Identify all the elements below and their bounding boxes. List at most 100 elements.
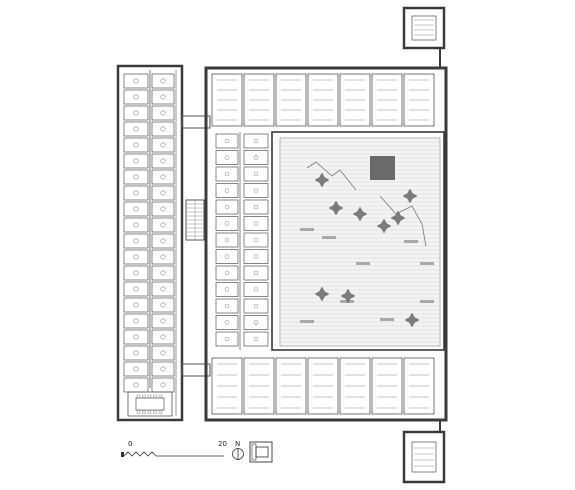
key-plan-inner: [255, 446, 269, 458]
west-room: [243, 282, 269, 297]
tree-icon: [328, 200, 344, 216]
left-wing-room: [123, 329, 149, 345]
west-room: [215, 133, 239, 149]
west-room-fixture: [253, 254, 259, 259]
west-room: [243, 133, 269, 149]
chair: [153, 394, 157, 398]
left-wing-outline: [116, 64, 184, 422]
west-room-fixture: [253, 270, 259, 276]
main-building: [204, 66, 448, 422]
west-room-fixture: [253, 336, 259, 342]
left-wing-room: [123, 265, 149, 281]
left-wing-fixture: [133, 78, 139, 84]
west-room-fixture: [224, 287, 230, 292]
annex-top: [402, 6, 446, 50]
left-wing-room: [151, 105, 175, 121]
left-wing-fixture: [133, 286, 139, 292]
left-wing-room: [123, 217, 149, 233]
stair-treads: [186, 200, 204, 240]
right-annex: [402, 6, 446, 484]
scale-bar-start-mark: [121, 452, 124, 457]
left-wing-room: [123, 169, 149, 185]
left-wing-room: [151, 313, 175, 329]
west-room-fixture: [224, 171, 230, 177]
left-wing-fixture: [133, 238, 139, 244]
left-wing-room: [151, 137, 175, 153]
chair: [142, 410, 146, 414]
left-wing-fixture: [160, 126, 166, 132]
left-wing-fixture: [133, 206, 139, 212]
left-wing-room: [151, 361, 175, 377]
left-wing-room: [151, 201, 175, 217]
left-wing-fixture: [160, 318, 166, 324]
west-room-fixture: [253, 138, 259, 144]
paving-bench: [300, 228, 314, 231]
left-wing-conference-room: [127, 391, 173, 417]
chair: [147, 394, 152, 398]
chair: [153, 410, 157, 414]
key-plan-icon: [249, 441, 273, 463]
west-room: [215, 282, 239, 297]
left-wing-room: [151, 233, 175, 249]
west-room: [215, 315, 239, 330]
paving-bench: [356, 262, 370, 265]
left-wing-fixture: [133, 302, 139, 308]
west-room-fixture: [224, 237, 230, 243]
west-room: [215, 183, 239, 198]
paving-bench: [380, 318, 394, 321]
conference-table: [135, 394, 165, 414]
scale-bar: 0 20: [121, 440, 227, 457]
left-wing-fixture: [160, 270, 166, 276]
chair: [136, 410, 141, 414]
left-wing-fixture: [133, 382, 139, 388]
left-wing-room: [151, 121, 175, 137]
left-wing-fixture: [133, 142, 139, 148]
paving-pattern: [280, 138, 440, 346]
tree-icon: [390, 210, 406, 226]
left-wing-room: [123, 185, 149, 201]
west-room-fixture: [224, 155, 230, 160]
west-room: [243, 298, 269, 314]
west-room: [243, 166, 269, 182]
left-wing-fixture: [133, 318, 139, 324]
paving-bench: [420, 262, 434, 265]
bottom-room: [211, 357, 243, 415]
scale-start-label: 0: [128, 440, 132, 448]
left-wing-fixture: [160, 142, 166, 148]
tree-icon: [404, 312, 420, 328]
west-room-fixture: [253, 320, 259, 325]
tree-icon: [340, 288, 356, 304]
left-wing-room: [123, 377, 149, 393]
west-room: [243, 249, 269, 264]
courtyard-path-2: [379, 195, 427, 247]
west-room-fixture: [224, 336, 230, 342]
west-room: [215, 265, 239, 281]
left-wing-room: [123, 249, 149, 265]
tree-icon: [352, 206, 368, 222]
chair: [142, 394, 146, 398]
left-wing-room: [151, 345, 175, 361]
left-wing-fixture: [160, 334, 166, 340]
annex-bottom-inner: [411, 441, 437, 473]
paving-bench: [404, 240, 418, 243]
left-wing-fixture: [160, 302, 166, 308]
left-wing-room: [123, 313, 149, 329]
west-room: [215, 249, 239, 264]
west-room-fixture: [253, 303, 259, 309]
left-wing-room: [123, 281, 149, 297]
left-wing-fixture: [160, 238, 166, 244]
left-wing-fixture: [133, 126, 139, 132]
west-room: [215, 166, 239, 182]
paving-bench: [420, 300, 434, 303]
left-wing-rooms: [123, 70, 177, 416]
west-room: [243, 265, 269, 281]
left-wing-fixture: [160, 190, 166, 196]
left-wing-room: [151, 377, 175, 393]
courtyard: [279, 137, 441, 347]
left-wing-room: [151, 169, 175, 185]
west-room: [243, 183, 269, 198]
left-wing-fixture: [133, 254, 139, 260]
west-room-fixture: [253, 188, 259, 193]
west-room-fixture: [224, 320, 230, 325]
